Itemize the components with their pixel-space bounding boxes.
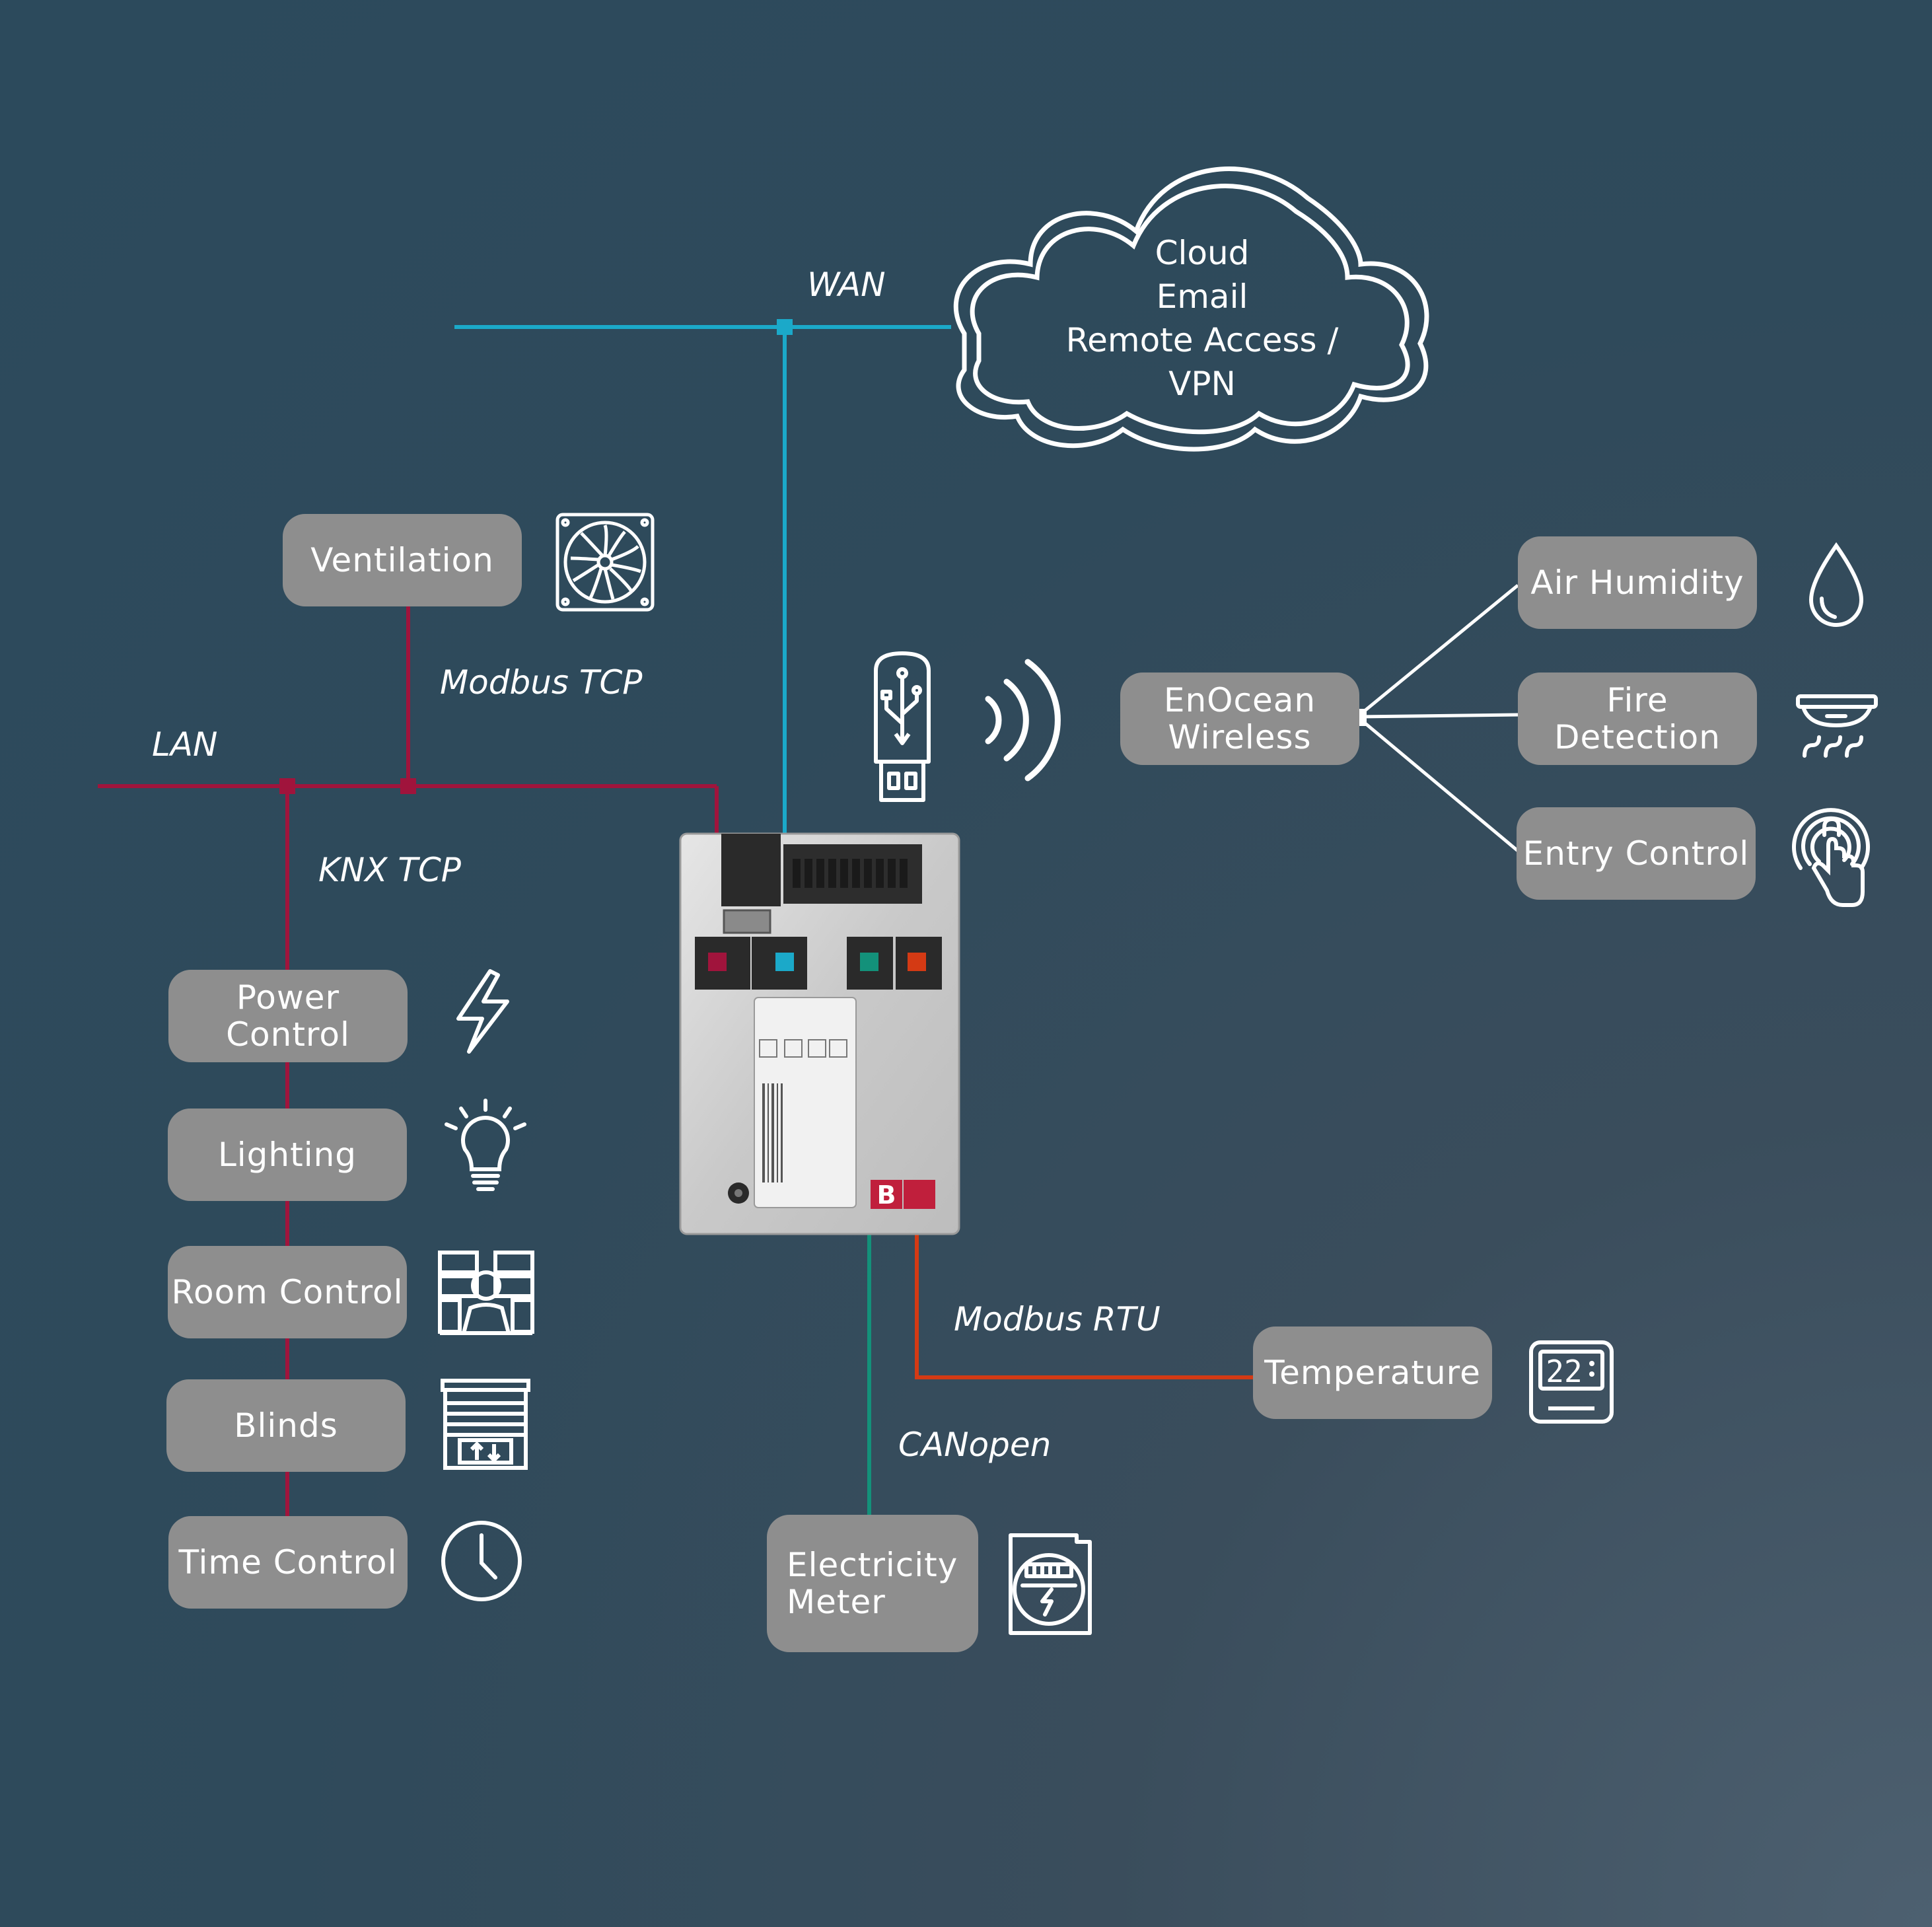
electricity-meter-node[interactable]: Electricity Meter (767, 1515, 978, 1652)
power-control-node[interactable]: Power Control (168, 970, 408, 1062)
fingerprint-touch-icon (1792, 808, 1870, 907)
time-control-node[interactable]: Time Control (168, 1516, 408, 1609)
temperature-node[interactable]: Temperature (1253, 1327, 1492, 1419)
wan-junction (777, 319, 793, 335)
thermostat-display: 22 (1546, 1354, 1582, 1389)
lightning-icon (456, 969, 509, 1054)
enocean-branch-entry (1356, 715, 1519, 852)
enocean-branch-humidity (1356, 584, 1519, 718)
room-control-node[interactable]: Room Control (168, 1246, 407, 1338)
modbus-rtu-label: Modbus RTU (954, 1300, 1161, 1338)
usb-stick-icon (874, 651, 931, 802)
lighting-node[interactable]: Lighting (168, 1109, 407, 1201)
thermostat-icon: 22 (1529, 1340, 1614, 1424)
enocean-branch-fire (1357, 713, 1519, 719)
modbus-tcp-label: Modbus TCP (440, 663, 643, 702)
light-bulb-icon (445, 1099, 526, 1191)
fire-detection-node[interactable]: Fire Detection (1518, 673, 1757, 765)
wireless-signal-icon (985, 659, 1061, 782)
smoke-detector-icon (1796, 694, 1878, 758)
canopen-label: CANopen (898, 1426, 1052, 1464)
air-humidity-node[interactable]: Air Humidity (1518, 536, 1757, 629)
knx-tcp-label: KNX TCP (318, 851, 461, 889)
fan-icon (555, 513, 655, 612)
entry-control-node[interactable]: Entry Control (1517, 807, 1756, 900)
blinds-node[interactable]: Blinds (166, 1379, 406, 1472)
knx-tcp-junction (279, 778, 295, 794)
cloud-services-text: Cloud Email Remote Access / VPN (1065, 234, 1339, 403)
lan-label: LAN (152, 725, 218, 764)
modbus-tcp-junction (400, 778, 416, 794)
water-drop-icon (1808, 542, 1864, 627)
room-operator-icon (438, 1251, 534, 1335)
electricity-meter-icon (1009, 1533, 1092, 1635)
wan-label: WAN (807, 266, 886, 304)
blinds-icon (441, 1379, 530, 1470)
enocean-wireless-node[interactable]: EnOcean Wireless (1120, 673, 1359, 765)
clock-icon (441, 1521, 522, 1601)
ventilation-node[interactable]: Ventilation (283, 514, 522, 606)
